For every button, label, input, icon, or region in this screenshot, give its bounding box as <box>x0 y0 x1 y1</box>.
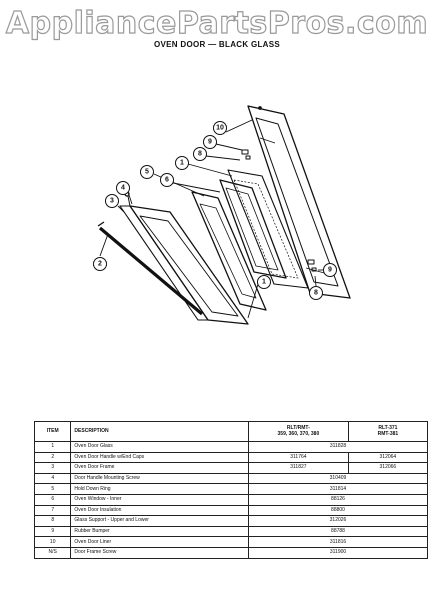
door-handle-part <box>97 221 204 316</box>
exploded-door-diagram: 10 9 8 1 6 5 4 3 2 1 9 8 <box>93 105 351 325</box>
header-model-a: RLT/RMT- 359, 360, 370, 380 <box>248 421 349 442</box>
header-model-b: RLT-371 RMT-381 <box>347 421 429 442</box>
callout-label: 10 <box>216 125 224 132</box>
callout-1 <box>257 275 271 289</box>
callout-label: 2 <box>98 261 102 268</box>
callout-8 <box>193 147 207 161</box>
item-number: 6 <box>33 493 72 506</box>
item-number: 9 <box>33 525 72 538</box>
item-description: Oven Window - Inner <box>70 493 250 506</box>
item-number: 3 <box>33 462 72 474</box>
item-number: 4 <box>33 472 72 485</box>
callout-10 <box>213 121 227 135</box>
callout-label: 9 <box>208 139 212 146</box>
item-description: Oven Door Frame <box>70 462 250 474</box>
part-number-model-a: 311764 <box>248 451 349 464</box>
watermark: AppliancePartsPros.com <box>5 5 429 41</box>
item-description: Glass Support - Upper and Lower <box>70 515 250 527</box>
callout-label: 6 <box>165 177 169 184</box>
item-description: Rubber Bumper <box>70 525 250 538</box>
item-number: 5 <box>33 483 72 495</box>
item-number: 8 <box>33 515 72 527</box>
callout-9 <box>203 135 217 149</box>
callout-label: 5 <box>145 169 149 176</box>
callout-label: 9 <box>328 267 332 274</box>
part-number: 311828 <box>248 441 428 453</box>
item-description: Door Frame Screw <box>70 546 250 559</box>
part-number-model-b: 312066 <box>347 462 429 474</box>
part-number: 88800 <box>248 504 428 517</box>
item-number: 7 <box>33 504 72 517</box>
item-number: 2 <box>33 451 72 464</box>
callout-2 <box>93 257 107 271</box>
callout-label: 1 <box>262 279 266 286</box>
callout-label: 3 <box>110 198 114 205</box>
part-number: 311816 <box>248 536 428 548</box>
callout-8b <box>309 286 323 300</box>
item-description: Oven Door Handle w/End Caps <box>70 451 250 464</box>
callout-7 <box>175 156 189 170</box>
part-number-model-a: 311827 <box>248 462 349 474</box>
item-description: Door Handle Mounting Screw <box>70 472 250 485</box>
part-number: 311814 <box>248 483 428 495</box>
item-description: Hold Down Ring <box>70 483 250 495</box>
insulation-part <box>227 169 309 289</box>
part-number-model-b: 312064 <box>347 451 429 464</box>
callout-9b <box>323 263 337 277</box>
door-liner-part <box>247 105 351 299</box>
hold-down-ring-part <box>191 191 267 311</box>
table-header-row: ITEM DESCRIPTION RLT/RMT- 359, 360, 370,… <box>33 421 429 442</box>
callout-label: 8 <box>314 290 318 297</box>
part-number: 312026 <box>248 515 428 527</box>
inner-window-part <box>219 179 287 279</box>
header-item: ITEM <box>33 421 72 442</box>
item-description: Oven Door Insulation <box>70 504 250 517</box>
part-number: 311900 <box>248 546 428 559</box>
item-number: 10 <box>33 536 72 548</box>
parts-table: ITEM DESCRIPTION RLT/RMT- 359, 360, 370,… <box>33 421 429 559</box>
page-title: OVEN DOOR — BLACK GLASS <box>153 40 281 49</box>
callout-label: 8 <box>198 151 202 158</box>
item-description: Oven Door Liner <box>70 536 250 548</box>
callout-label: 1 <box>180 160 184 167</box>
callout-3 <box>105 194 119 208</box>
callout-4 <box>116 181 130 195</box>
header-description: DESCRIPTION <box>70 421 250 442</box>
part-number: 310409 <box>248 472 428 485</box>
callout-6 <box>160 173 174 187</box>
callout-5 <box>140 165 154 179</box>
part-number: 88788 <box>248 525 428 538</box>
callout-label: 4 <box>121 185 125 192</box>
item-description: Oven Door Glass <box>70 441 250 453</box>
glass-support-part <box>241 149 317 272</box>
item-number: N/S <box>33 546 72 559</box>
part-number: 88126 <box>248 493 428 506</box>
item-number: 1 <box>33 441 72 453</box>
